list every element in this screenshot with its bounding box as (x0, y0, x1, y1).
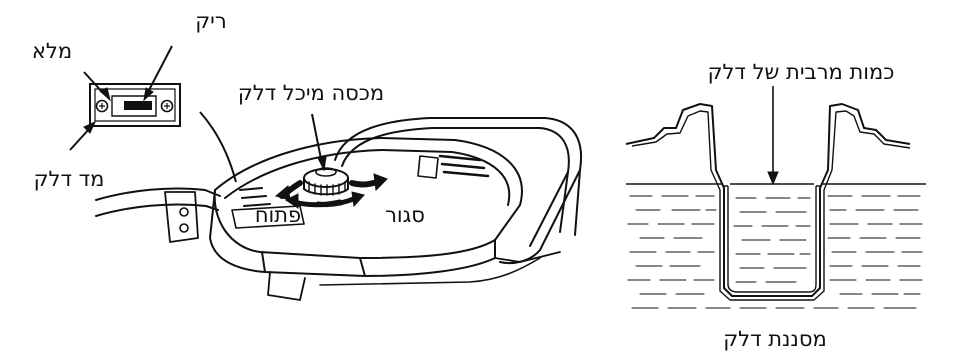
machine-illustration (96, 118, 581, 300)
leader-lines-left (70, 46, 326, 182)
label-full: מלא (32, 39, 72, 63)
label-empty: ריק (195, 9, 226, 33)
label-max-fuel: כמות מרבית של דלק (708, 60, 895, 84)
fuel-hatching (628, 196, 922, 308)
leader-max-fuel (768, 86, 778, 184)
label-fuel-filter: מסננת דלק (723, 327, 826, 351)
label-fuel-gauge: מד דלק (34, 167, 105, 191)
label-open: פתוח (255, 203, 301, 227)
label-fuel-cap: מכסה מיכל דלק (238, 81, 384, 105)
label-close: סגור (385, 203, 425, 227)
fuel-filter-illustration (626, 104, 926, 300)
